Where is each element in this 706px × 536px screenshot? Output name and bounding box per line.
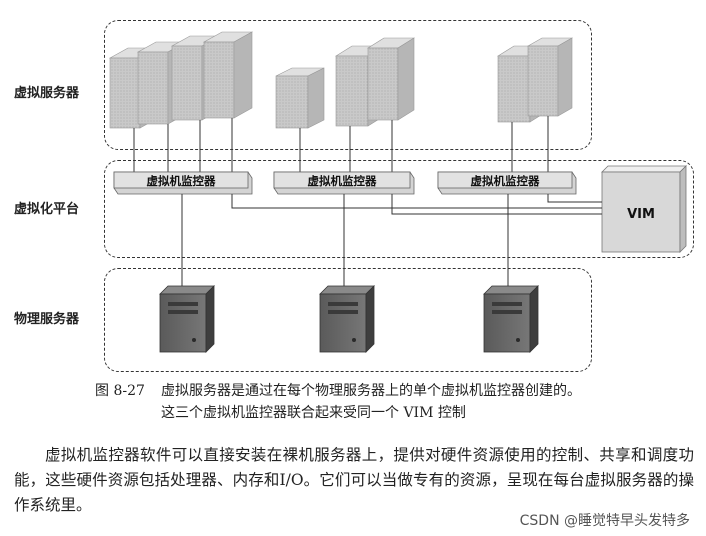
- virtual-server-cube: [202, 31, 254, 119]
- virtual-server-cube: [366, 37, 416, 121]
- caption-line-2: 这三个虚拟机监控器联合起来受同一个 VIM 控制: [161, 405, 466, 421]
- virtual-server-group-1: [108, 31, 254, 129]
- physical-server-1: [159, 285, 215, 353]
- watermark: CSDN @睡觉特早头发特多: [517, 510, 692, 530]
- virtualization-platform-zone: [104, 160, 694, 258]
- hypervisor-1: 虚拟机监控器: [113, 171, 253, 195]
- hypervisor-label: 虚拟机监控器: [147, 174, 216, 188]
- vim-label: VIM: [627, 207, 655, 222]
- virtual-server-cube: [526, 37, 574, 117]
- virtual-server-cube: [275, 67, 325, 129]
- vim-control-lines: [231, 194, 602, 215]
- caption-line-1: 虚拟服务器是通过在每个物理服务器上的单个虚拟机监控器创建的。: [161, 383, 581, 399]
- figure-number: 图 8-27: [95, 383, 145, 399]
- hypervisor-label: 虚拟机监控器: [308, 174, 377, 188]
- vim-box: VIM: [601, 165, 687, 253]
- virtual-server-group-3: [496, 37, 574, 123]
- physical-server-3: [483, 285, 539, 353]
- host-connectors: [181, 194, 509, 290]
- virtual-servers-zone: [104, 20, 592, 150]
- physical-server-2: [319, 285, 375, 353]
- body-paragraph: 虚拟机监控器软件可以直接安装在裸机服务器上，提供对硬件资源使用的控制、共享和调度…: [14, 446, 694, 514]
- hypervisor-label: 虚拟机监控器: [471, 174, 540, 188]
- virtualization-platform-label: 虚拟化平台: [14, 202, 80, 217]
- figure-caption: 图 8-27 虚拟服务器是通过在每个物理服务器上的单个虚拟机监控器创建的。 这三个…: [95, 380, 581, 424]
- virtual-server-group-2: [275, 37, 416, 129]
- virtualization-diagram: 虚拟机监控器 虚拟机监控器 虚拟机监控器 VIM: [108, 31, 687, 353]
- hypervisor-2: 虚拟机监控器: [273, 171, 415, 195]
- virtual-servers-label: 虚拟服务器: [14, 86, 80, 101]
- physical-servers-label: 物理服务器: [14, 312, 80, 327]
- vm-connectors: [133, 116, 549, 172]
- physical-servers-zone: [104, 268, 592, 372]
- hypervisor-3: 虚拟机监控器: [437, 171, 577, 195]
